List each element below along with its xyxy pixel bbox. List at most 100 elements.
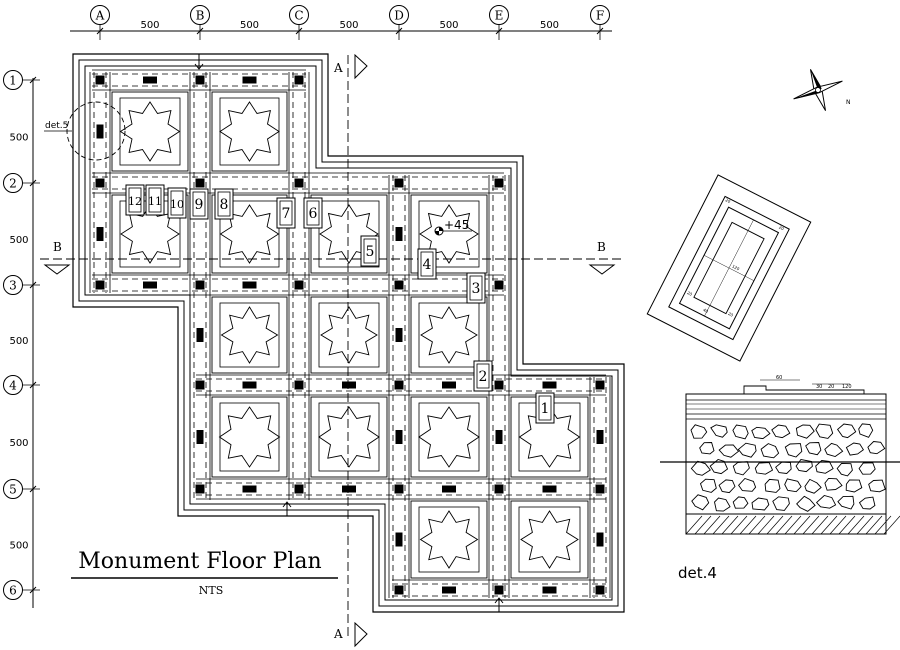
panel-frame — [510, 500, 589, 579]
column-block — [442, 485, 456, 493]
panel-frame — [211, 296, 288, 374]
column-block — [294, 380, 304, 390]
panel-frame — [211, 396, 288, 478]
rubble-stone — [836, 462, 853, 477]
hatch-line — [856, 515, 874, 535]
star-icon — [419, 204, 479, 264]
detail-4-section: 60 30 20 120 — [660, 375, 900, 535]
star-icon — [420, 306, 478, 364]
panel-inner — [418, 402, 480, 472]
column-block — [95, 280, 105, 290]
hatch-line — [784, 515, 802, 535]
drawing-title: Monument Floor Plan — [78, 549, 321, 574]
section-a-top-label: A — [333, 61, 343, 75]
tablet-number: 11 — [148, 195, 162, 208]
panel-frame — [211, 91, 288, 172]
svg-text:20: 20 — [725, 197, 732, 204]
column-block — [394, 280, 404, 290]
star-icon — [320, 306, 378, 364]
hatch-line — [748, 515, 766, 535]
rubble-stone — [772, 496, 790, 511]
rubble-stone — [754, 462, 774, 475]
star-icon — [219, 101, 280, 162]
star-icon — [318, 406, 380, 468]
rubble-stone — [804, 478, 822, 494]
scale-note: NTS — [199, 584, 224, 597]
star-icon — [319, 204, 379, 264]
column-bubble-label: F — [596, 9, 604, 23]
rubble-stone — [690, 424, 708, 439]
row-bubble-label: 4 — [9, 379, 17, 393]
column-bubble-a: A — [90, 5, 110, 40]
tablet-outer — [535, 392, 555, 424]
tablet-8: 8 — [214, 188, 234, 220]
rubble-stone — [815, 423, 834, 439]
hatch-line — [883, 515, 900, 535]
rubble-stone — [732, 461, 750, 476]
svg-text:60: 60 — [776, 375, 782, 381]
panel-frame — [410, 500, 488, 579]
panel-frame — [211, 194, 288, 274]
rubble-stone — [690, 460, 711, 476]
column-bubble-e: E — [489, 5, 509, 40]
section-line-b — [40, 258, 622, 275]
column-block — [294, 484, 304, 494]
beam-strips — [89, 69, 611, 601]
column-block — [494, 585, 504, 595]
tablet-outer — [214, 188, 234, 220]
tablet-inner — [363, 238, 377, 264]
rubble-stone — [714, 497, 731, 512]
elevation-marker — [434, 226, 472, 236]
svg-text:120: 120 — [842, 384, 852, 390]
column-block — [96, 227, 104, 241]
svg-text:120: 120 — [731, 264, 740, 272]
star-icon — [120, 204, 180, 264]
tablet-outer — [473, 360, 493, 392]
column-block — [596, 532, 604, 547]
hatch-line — [712, 515, 730, 535]
rubble-stone — [751, 426, 771, 440]
column-block — [242, 485, 257, 493]
tablet-inner — [170, 190, 184, 216]
plan-outline — [72, 53, 625, 613]
hatch-line — [793, 515, 811, 535]
column-block — [195, 178, 205, 188]
north-arrow-letter: N — [846, 99, 851, 106]
svg-text:20: 20 — [727, 311, 734, 318]
rubble-stone — [858, 423, 874, 438]
detail-plan-rectangles: 120 20 20 40 20 20 — [646, 174, 812, 362]
panel-inner — [318, 402, 380, 472]
panel-inner — [318, 302, 380, 368]
column-bubble-d: D — [389, 5, 409, 40]
row-bubble-label: 3 — [9, 279, 17, 293]
rubble-stone — [858, 496, 876, 510]
tablet-number: 12 — [128, 195, 142, 208]
column-block — [395, 430, 403, 444]
panel-inner — [119, 97, 181, 166]
column-block — [242, 381, 257, 389]
section-a-bottom-label: A — [333, 627, 343, 641]
panel-inner — [418, 506, 480, 573]
rubble-stone — [824, 477, 843, 491]
column-block — [195, 280, 205, 290]
star-panel — [111, 91, 189, 172]
rubble-stone — [760, 443, 780, 459]
column-bubble-label: C — [294, 9, 303, 23]
rubble-stone — [845, 479, 863, 493]
hatch-line — [739, 515, 757, 535]
column-block — [342, 485, 356, 493]
column-block — [395, 532, 403, 547]
panel-frame — [410, 396, 488, 478]
row-bubble-2: 2 — [3, 173, 40, 193]
hatch-line — [694, 515, 712, 535]
column-bubble-b: B — [190, 5, 210, 40]
tablet-number: 4 — [423, 257, 432, 273]
panel-inner — [518, 506, 581, 573]
tablet-outer — [417, 248, 437, 280]
star-panel — [111, 194, 189, 274]
rubble-stone — [718, 479, 736, 494]
tablet-inner — [128, 187, 142, 213]
